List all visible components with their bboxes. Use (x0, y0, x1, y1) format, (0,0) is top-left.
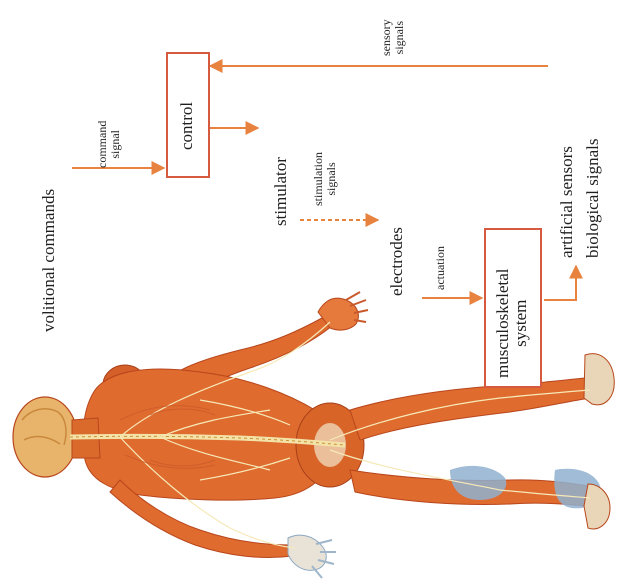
stimulator-label: stimulator (272, 157, 290, 226)
stimulation-signals-label: stimulation signals (312, 152, 337, 206)
upper-foot-shape (584, 354, 614, 405)
stimulation-signals-line2: signals (325, 152, 338, 206)
command-signal-line2: signal (109, 121, 122, 168)
sensory-signals-label: sensory signals (380, 19, 405, 56)
musculoskeletal-line2: system (512, 268, 530, 378)
lower-foot-shape (584, 484, 610, 529)
command-signal-label: command signal (96, 121, 121, 168)
command-signal-line1: command (96, 121, 109, 168)
electrodes-label: electrodes (388, 227, 406, 296)
artificial-sensors-label: artificial sensors (558, 146, 576, 258)
biological-signals-label: biological signals (584, 139, 602, 258)
control-label: control (178, 102, 196, 150)
upper-leg-shape (350, 378, 590, 440)
sensory-signals-line1: sensory (380, 19, 393, 56)
musculoskeletal-line1: musculoskeletal (494, 268, 512, 378)
actuation-label: actuation (434, 246, 447, 290)
stimulation-signals-line1: stimulation (312, 152, 325, 206)
musculoskeletal-system-label: musculoskeletal system (494, 268, 530, 378)
arrow-musculoskeletal-to-sensors (544, 266, 576, 300)
sensory-signals-line2: signals (393, 19, 406, 56)
volitional-commands-label: volitional commands (40, 189, 58, 332)
